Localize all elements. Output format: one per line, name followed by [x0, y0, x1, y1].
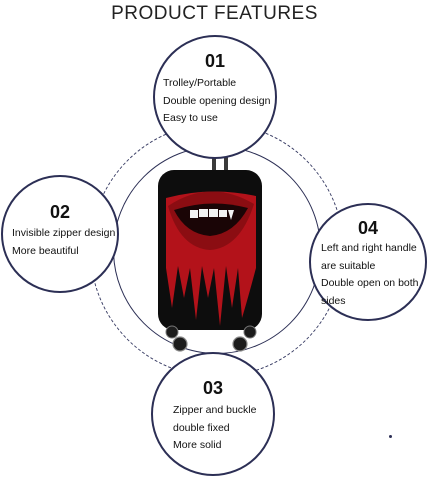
feature-line: More beautiful	[12, 244, 79, 257]
feature-text: Invisible zipper design More beautiful	[12, 225, 115, 260]
feature-line: Double open on both	[321, 277, 419, 289]
feature-text: Left and right handle are suitable Doubl…	[321, 240, 419, 310]
feature-circle-02: 02 Invisible zipper design More beautifu…	[1, 175, 119, 293]
feature-number: 04	[357, 218, 379, 238]
feature-line: Easy to use	[163, 112, 218, 124]
feature-line: Invisible zipper design	[12, 227, 116, 239]
page-title: PRODUCT FEATURES	[111, 3, 318, 24]
feature-number: 01	[204, 51, 226, 71]
feature-line: More solid	[173, 439, 222, 451]
feature-line: are suitable	[321, 259, 376, 272]
feature-text: Trolley/Portable Double opening design E…	[163, 75, 270, 128]
decorative-dot	[389, 435, 392, 438]
feature-number: 03	[202, 378, 224, 398]
feature-line: sides	[321, 294, 346, 307]
feature-line: Trolley/Portable	[163, 77, 237, 89]
feature-circle-04: 04 Left and right handle are suitable Do…	[309, 203, 427, 321]
feature-line: double fixed	[173, 421, 230, 434]
feature-line: Double opening design	[163, 94, 271, 107]
feature-line: Zipper and buckle	[173, 404, 257, 416]
feature-number: 02	[49, 202, 71, 222]
suitcase-image	[158, 148, 262, 352]
feature-text: Zipper and buckle double fixed More soli…	[173, 402, 256, 455]
feature-line: Left and right handle	[321, 242, 417, 254]
feature-circle-03: 03 Zipper and buckle double fixed More s…	[151, 352, 275, 476]
feature-circle-01: 01 Trolley/Portable Double opening desig…	[153, 35, 277, 159]
